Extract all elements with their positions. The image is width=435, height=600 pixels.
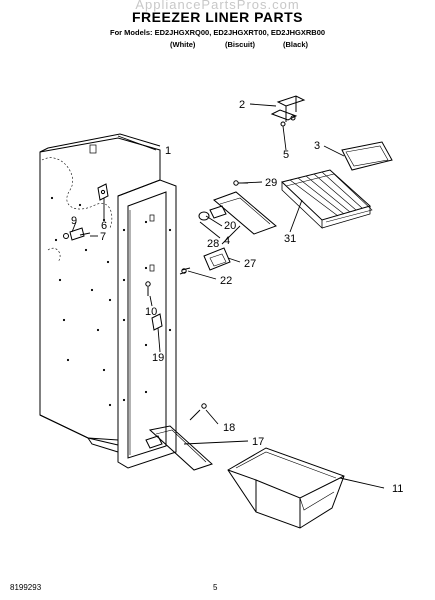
callout-10: 10 <box>145 306 157 318</box>
document-number: 8199293 <box>10 583 42 592</box>
callout-11: 11 <box>392 483 403 495</box>
variant-white: (White) <box>170 40 196 49</box>
control-27-drawing <box>179 247 231 275</box>
callout-1: 1 <box>165 145 171 157</box>
variant-black: (Black) <box>283 40 309 49</box>
callout-7: 7 <box>100 231 106 243</box>
leader-lines <box>71 103 385 489</box>
shelf-support-28-drawing <box>198 191 277 235</box>
callout-18: 18 <box>223 422 235 434</box>
watermark: AppliancePartsPros.com <box>135 0 300 12</box>
panel-3-drawing <box>341 141 393 171</box>
screws-drawing <box>145 180 248 421</box>
callout-9: 9 <box>71 215 77 227</box>
liner-hardware-drawing <box>63 183 109 241</box>
callout-labels: 1 2 3 4 5 6 7 9 10 11 17 18 19 20 22 27 … <box>71 99 403 495</box>
callout-3: 3 <box>314 140 320 152</box>
callout-17: 17 <box>252 436 264 448</box>
callout-22: 22 <box>220 275 232 287</box>
lower-support-17-drawing <box>145 425 213 471</box>
callout-4: 4 <box>224 235 230 247</box>
callout-27: 27 <box>244 258 256 270</box>
callout-5: 5 <box>283 149 289 161</box>
callout-20: 20 <box>224 220 236 232</box>
freezer-liner-drawing <box>39 133 177 469</box>
callout-28: 28 <box>207 238 219 250</box>
callout-2: 2 <box>239 99 245 111</box>
callout-29: 29 <box>265 177 277 189</box>
models-line: For Models: ED2JHGXRQ00, ED2JHGXRT00, ED… <box>110 28 326 37</box>
wire-shelf-31-drawing <box>280 169 373 229</box>
page-title: FREEZER LINER PARTS <box>131 9 304 25</box>
callout-19: 19 <box>152 352 164 364</box>
callout-31: 31 <box>284 233 296 245</box>
bracket-2-drawing <box>270 95 306 127</box>
callout-6: 6 <box>101 220 107 232</box>
page-number: 5 <box>213 583 218 592</box>
variant-biscuit: (Biscuit) <box>225 40 255 49</box>
ice-bin-11-drawing <box>227 447 345 529</box>
